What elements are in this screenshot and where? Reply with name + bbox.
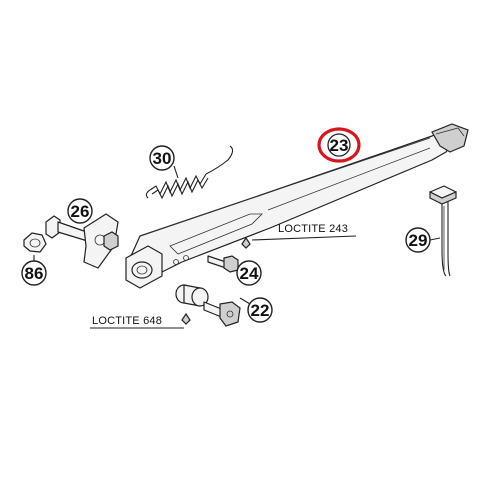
callout-86-label: 86	[25, 264, 44, 283]
small-screw	[207, 255, 239, 273]
callout-30[interactable]: 30	[149, 145, 179, 179]
callout-23[interactable]: 23	[317, 127, 361, 163]
callout-30-label: 30	[153, 149, 172, 168]
callout-23-label: 23	[330, 136, 349, 155]
callout-29[interactable]: 29	[405, 227, 441, 253]
callout-26-label: 26	[71, 202, 90, 221]
loctite-648-note: LOCTITE 648	[90, 312, 191, 329]
loctite-243-label: LOCTITE 243	[278, 223, 348, 235]
callout-24[interactable]: 24	[236, 260, 262, 286]
loctite-243-note: LOCTITE 243	[241, 223, 357, 249]
callout-22-label: 22	[251, 301, 270, 320]
spring	[145, 145, 234, 200]
hex-nut	[23, 232, 47, 253]
callout-26[interactable]: 26	[67, 198, 93, 224]
callout-29-label: 29	[409, 231, 428, 250]
bushing-and-bolt	[175, 284, 241, 327]
callout-86[interactable]: 86	[21, 255, 47, 286]
callout-24-label: 24	[240, 264, 259, 283]
callout-22[interactable]: 22	[239, 297, 273, 323]
loctite-648-label: LOCTITE 648	[92, 315, 162, 327]
pivot-bolt-bracket	[45, 213, 119, 269]
retaining-pin	[429, 185, 457, 277]
side-stand-arm	[125, 123, 469, 289]
